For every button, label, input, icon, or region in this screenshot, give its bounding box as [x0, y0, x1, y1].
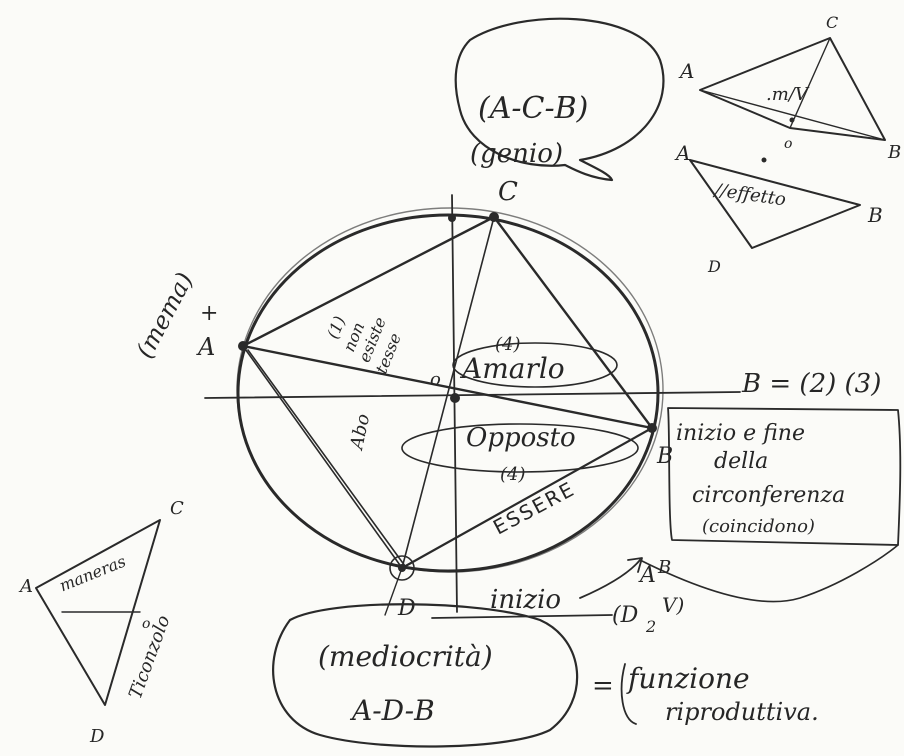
svg-text:Abo: Abo [346, 412, 374, 453]
small-left-o: o [142, 616, 150, 632]
main-circle-group [236, 207, 664, 573]
horizontal-axis [204, 391, 741, 399]
small-top-b: B [887, 142, 901, 163]
equals-sign: = [592, 671, 614, 701]
label-d: D [397, 596, 416, 621]
point-c [489, 212, 499, 222]
left-vertical-label: Abo [346, 412, 374, 453]
small-triangle-top: A C B o .m/V [678, 13, 901, 163]
plus-sign: + [200, 301, 218, 326]
b-box-line4: (coincidono) [702, 516, 815, 537]
label-b: B [656, 444, 673, 469]
inizio-group: inizio A B (D 2 V) [431, 557, 684, 636]
opposto-number: (4) [500, 464, 526, 485]
bottom-bubble-line1: (mediocrità) [318, 640, 493, 673]
amarlo-number: (4) [495, 334, 521, 355]
label-c: C [498, 177, 518, 207]
point-d [398, 564, 406, 572]
small-top-inner: .m/V [766, 84, 810, 105]
d-frac-sub: 2 [645, 617, 656, 636]
svg-text:(mema): (mema) [131, 268, 199, 363]
opposto-loop [401, 423, 639, 473]
label-a: A [196, 333, 215, 361]
small-left-d: D [89, 726, 105, 747]
top-bubble-line2: (genio) [470, 139, 563, 169]
d-frac-top: B [657, 557, 671, 578]
b-box-line2: della [714, 449, 768, 474]
small-top-a: A [678, 59, 694, 83]
b-equation: B = (2) (3) [741, 369, 881, 399]
arrow-a-label: A [638, 563, 656, 588]
svg-text:ESSERE: ESSERE [489, 476, 579, 539]
amarlo-label: Amarlo [459, 352, 565, 385]
small-triangle-left: A C D o maneras Ticonzolo [18, 498, 184, 747]
point-b [647, 423, 657, 433]
small-left-c: C [170, 498, 184, 519]
b-box-line1: inizio e fine [676, 421, 805, 446]
small-mid-a: A [674, 141, 690, 165]
small-triangle-mid: A B D //effetto [674, 141, 883, 276]
d-frac: (D [612, 603, 639, 628]
bottom-bubble: (mediocrità) A-D-B [272, 603, 579, 748]
point-o [450, 393, 460, 403]
point-d-ring [389, 555, 415, 581]
mema-label: (mema) [131, 268, 199, 363]
vertical-axis [451, 194, 458, 613]
small-left-a: A [18, 576, 33, 597]
bottom-bubble-line2: A-D-B [349, 694, 435, 727]
small-mid-b: B [867, 203, 883, 227]
label-o: o [430, 369, 441, 390]
top-bubble: (A-C-B) (genio) [454, 17, 665, 182]
chords [241, 215, 654, 616]
point-c-axis [448, 214, 456, 222]
small-top-d: o [784, 136, 792, 152]
amarlo-loop [452, 342, 618, 388]
d-frac-v: V) [662, 593, 684, 617]
inizio-label: inizio [490, 585, 561, 615]
result-line2: riproduttiva. [665, 698, 819, 726]
b-box-tail [639, 544, 899, 603]
small-left-side: Ticonzolo [125, 612, 175, 701]
small-top-c: C [826, 13, 838, 32]
opposto-label: Opposto [466, 423, 576, 453]
point-a [238, 341, 248, 351]
small-mid-d: D [707, 257, 721, 276]
result-line1: funzione [626, 662, 750, 695]
b-box-line3: circonferenza [692, 483, 845, 508]
top-bubble-line1: (A-C-B) [478, 91, 588, 126]
result-brace [620, 663, 637, 725]
b-box: inizio e fine della circonferenza (coinc… [667, 407, 902, 546]
essere-label: ESSERE [489, 476, 579, 539]
